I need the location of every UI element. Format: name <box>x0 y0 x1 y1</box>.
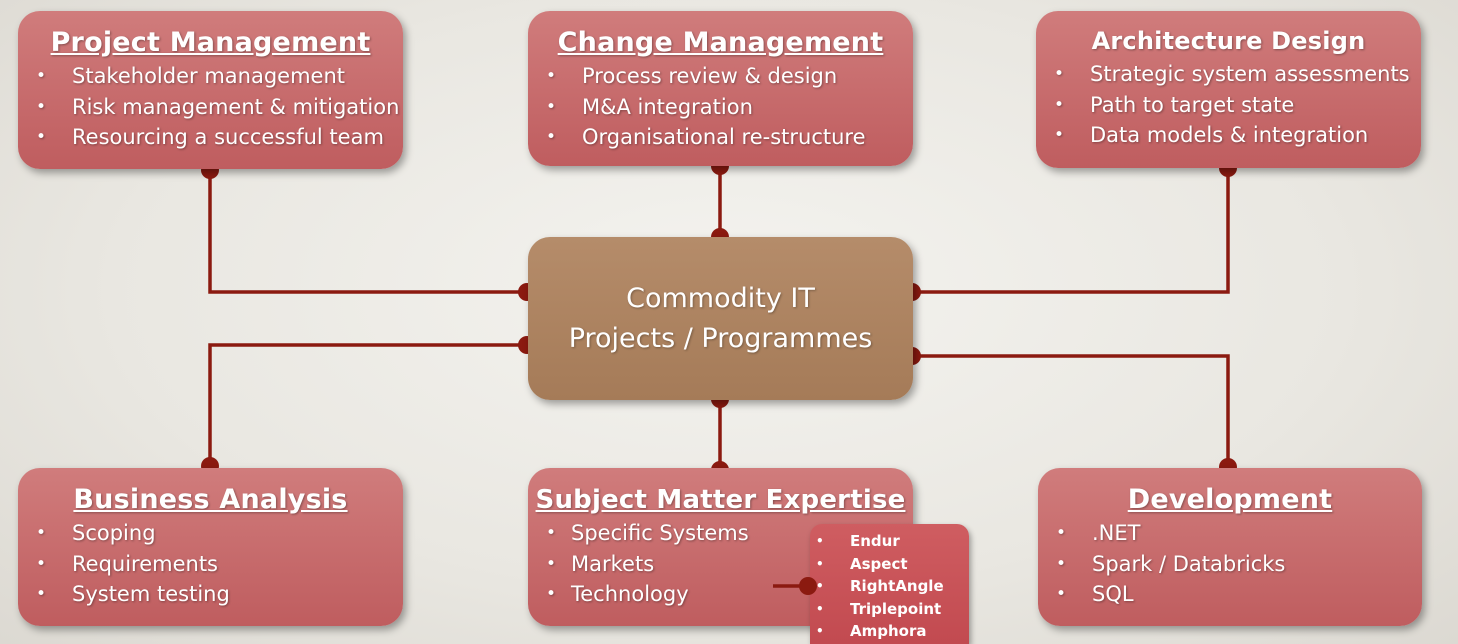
development-box: Development .NET Spark / Databricks SQL <box>1038 468 1422 626</box>
business-analysis-box: Business Analysis Scoping Requirements S… <box>18 468 403 626</box>
list-item: Organisational re-structure <box>528 122 913 153</box>
system-item: Amphora <box>810 620 969 643</box>
box-title: Development <box>1127 484 1333 515</box>
list-item: Requirements <box>18 549 403 580</box>
connector-business <box>208 343 527 466</box>
list-item: .NET <box>1038 518 1422 549</box>
box-title: Change Management <box>557 27 884 58</box>
item-list: Scoping Requirements System testing <box>18 518 403 610</box>
list-item: Resourcing a successful team <box>18 122 403 153</box>
connector-architecture <box>912 168 1230 294</box>
specific-systems-box: Endur Aspect RightAngle Triplepoint Amph… <box>810 524 969 644</box>
item-list: Strategic system assessments Path to tar… <box>1036 59 1421 151</box>
architecture-design-box: Architecture Design Strategic system ass… <box>1036 11 1421 168</box>
system-item: Triplepoint <box>810 598 969 621</box>
list-item: Data models & integration <box>1036 120 1421 151</box>
item-list: Stakeholder management Risk management &… <box>18 61 403 153</box>
connector-development <box>912 354 1230 467</box>
list-item: M&A integration <box>528 92 913 123</box>
center-line-2: Projects / Programmes <box>568 322 873 354</box>
box-title: Project Management <box>50 27 371 58</box>
list-item: SQL <box>1038 579 1422 610</box>
system-item: Endur <box>810 530 969 553</box>
list-item: Markets <box>528 549 913 580</box>
box-title: Architecture Design <box>1091 27 1366 55</box>
list-item: Specific Systems <box>528 518 913 549</box>
system-item: RightAngle <box>810 575 969 598</box>
center-line-1: Commodity IT <box>626 282 815 314</box>
systems-list: Endur Aspect RightAngle Triplepoint Amph… <box>810 530 969 643</box>
list-item: Process review & design <box>528 61 913 92</box>
box-title: Business Analysis <box>73 484 348 515</box>
item-list: .NET Spark / Databricks SQL <box>1038 518 1422 610</box>
list-item: Path to target state <box>1036 90 1421 121</box>
list-item: Risk management & mitigation <box>18 92 403 123</box>
list-item: Stakeholder management <box>18 61 403 92</box>
system-item: Aspect <box>810 553 969 576</box>
list-item: System testing <box>18 579 403 610</box>
project-management-box: Project Management Stakeholder managemen… <box>18 11 403 169</box>
item-list: Process review & design M&A integration … <box>528 61 913 153</box>
item-list: Specific Systems Markets Technology <box>528 518 913 610</box>
list-item: Scoping <box>18 518 403 549</box>
list-item: Technology <box>528 579 913 610</box>
box-title: Subject Matter Expertise <box>535 485 906 515</box>
center-hub: Commodity IT Projects / Programmes <box>528 237 913 400</box>
connector-project <box>208 170 527 294</box>
change-management-box: Change Management Process review & desig… <box>528 11 913 166</box>
list-item: Strategic system assessments <box>1036 59 1421 90</box>
list-item: Spark / Databricks <box>1038 549 1422 580</box>
